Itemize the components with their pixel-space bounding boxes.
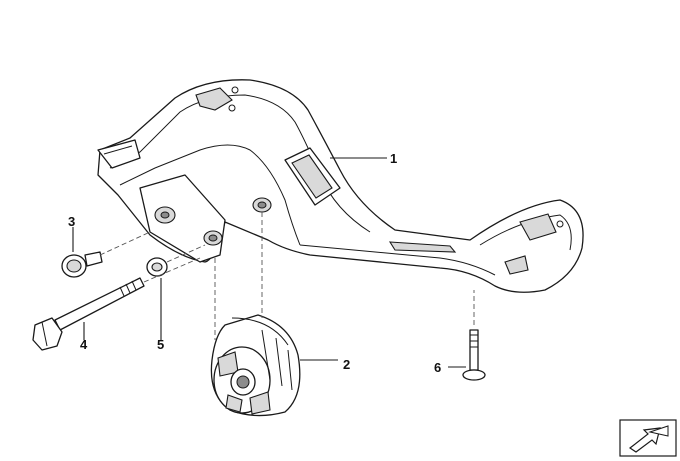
buffer-cap-part	[61, 251, 103, 278]
assembly-lines	[99, 212, 475, 340]
rear-axle-carrier	[97, 79, 584, 293]
callout-6: 6	[434, 360, 441, 375]
screw-part	[462, 329, 486, 381]
callout-3: 3	[68, 214, 75, 229]
washer-part	[146, 257, 168, 277]
view-direction-arrow-icon	[619, 419, 677, 457]
long-bolt-part	[32, 277, 145, 351]
callout-4: 4	[80, 337, 88, 352]
rubber-mount-part	[210, 314, 301, 417]
callout-1: 1	[390, 151, 397, 166]
callout-2: 2	[343, 357, 350, 372]
leader-lines	[72, 157, 466, 368]
callout-5: 5	[157, 337, 164, 352]
